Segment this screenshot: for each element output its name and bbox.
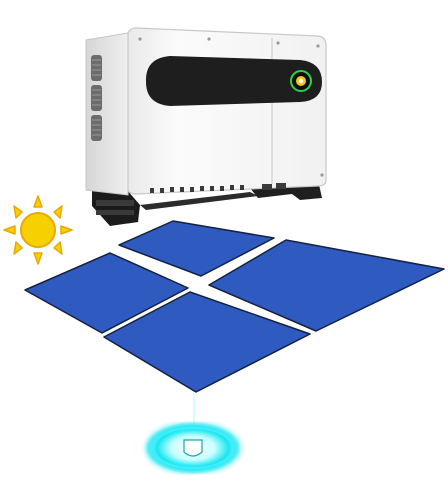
solar-panel-bottom [103,291,311,393]
inverter-screws [138,37,324,177]
inverter-display-band [146,56,322,106]
inverter-connectors [150,183,286,193]
solar-panel-left [24,252,189,334]
status-indicator-icon [290,70,312,92]
ground-node-icon [145,393,241,474]
inverter-side-fins [85,32,129,196]
sun-icon [3,195,73,265]
inverter [85,27,327,226]
solar-panel-right [208,239,445,332]
solar-panel-top-left [118,220,275,277]
inverter-front-panel [127,27,327,195]
solar-panel-array [24,220,445,393]
